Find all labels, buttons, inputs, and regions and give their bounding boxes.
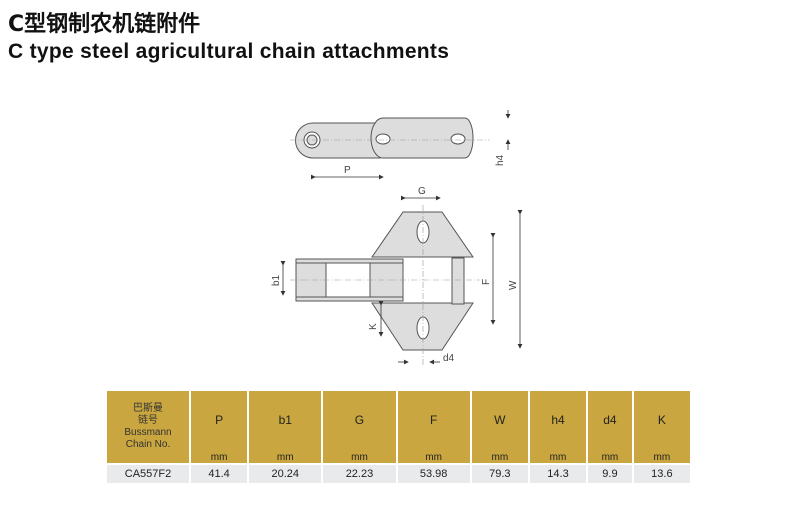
chain-link-left [295, 262, 327, 298]
cell: 41.4 [191, 463, 248, 483]
header-en-2: Chain No. [125, 439, 171, 450]
table-row: CA557F2 41.4 20.24 22.23 53.98 79.3 14.3… [107, 463, 690, 483]
label-G: G [418, 186, 426, 197]
cell: 14.3 [529, 463, 587, 483]
label-P: P [344, 165, 351, 176]
unit: mm [529, 449, 587, 463]
chain-no-header: 巴斯曼 链号 Bussmann Chain No. [107, 391, 189, 463]
cell: 13.6 [633, 463, 690, 483]
cell: 22.23 [323, 463, 396, 483]
side-view-link-left [295, 122, 381, 159]
col-header: K [633, 391, 690, 449]
unit: mm [471, 449, 528, 463]
col-header: P [191, 391, 248, 449]
cell: 9.9 [588, 463, 632, 483]
spec-table: 巴斯曼 链号 Bussmann Chain No. P b1 G F W h4 … [105, 391, 692, 483]
unit: mm [249, 449, 322, 463]
col-header: d4 [588, 391, 632, 449]
header-cn-2: 链号 [138, 415, 158, 426]
title-english: C type steel agricultural chain attachme… [8, 40, 450, 63]
chain-no: CA557F2 [107, 463, 189, 483]
header-en-1: Bussmann [124, 427, 172, 438]
label-K: K [368, 323, 379, 330]
unit: mm [323, 449, 396, 463]
unit: mm [191, 449, 248, 463]
unit: mm [633, 449, 690, 463]
col-header: W [471, 391, 528, 449]
col-header: b1 [249, 391, 322, 449]
label-F: F [481, 279, 492, 285]
label-h4: h4 [495, 154, 506, 166]
cell: 20.24 [249, 463, 322, 483]
title-chinese: C型钢制农机链附件 [8, 12, 201, 37]
label-b1: b1 [271, 274, 282, 286]
unit: mm [397, 449, 470, 463]
col-header: h4 [529, 391, 587, 449]
cell: 79.3 [471, 463, 528, 483]
unit: mm [588, 449, 632, 463]
header-cn-1: 巴斯曼 [133, 403, 163, 414]
label-W: W [508, 280, 519, 290]
cell: 53.98 [397, 463, 470, 483]
col-header: F [397, 391, 470, 449]
col-header: G [323, 391, 396, 449]
side-view-link-right [370, 117, 474, 159]
table-header-row: 巴斯曼 链号 Bussmann Chain No. P b1 G F W h4 … [107, 391, 690, 463]
label-d4: d4 [443, 353, 455, 364]
unit-row: mm mm mm mm mm mm mm mm [107, 449, 690, 463]
